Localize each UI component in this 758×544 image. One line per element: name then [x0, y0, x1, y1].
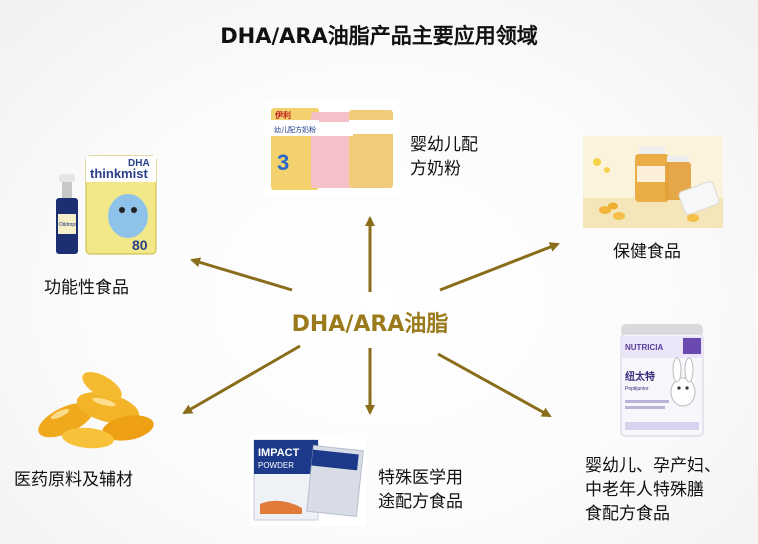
label-infant-formula-line2: 方奶粉	[410, 159, 461, 179]
formula-brand-text: 伊利	[274, 110, 291, 120]
nutricia-brand-text: NUTRICIA	[625, 343, 663, 352]
label-medical-food-line1: 特殊医学用	[378, 468, 463, 488]
label-infant-formula-line1: 婴幼儿配	[410, 135, 478, 155]
nutricia-product-text: 纽太特	[625, 370, 655, 383]
label-functional-food: 功能性食品	[44, 278, 129, 298]
softgel-capsules-image	[38, 372, 154, 449]
label-pharma: 医药原料及辅材	[14, 470, 133, 490]
arrow-to-special-diet	[437, 352, 552, 418]
thinkmist-dha-badge: DHA	[128, 158, 150, 169]
label-special-diet: 婴幼儿、孕产妇、 中老年人特殊膳 食配方食品	[585, 454, 721, 526]
infant-formula-cans-image: 伊利 幼儿配方奶粉 3	[265, 100, 400, 195]
thinkmist-product-image: thinkmist DHA 80 Oildrops	[56, 155, 157, 255]
arrow-to-functional-food	[190, 257, 293, 292]
nutricia-sub-text: Peptijunior	[625, 386, 649, 392]
page-title: DHA/ARA油脂产品主要应用领域	[220, 24, 538, 48]
label-special-diet-line3: 食配方食品	[585, 504, 670, 524]
label-medical-food: 特殊医学用 途配方食品	[378, 466, 463, 514]
impact-sub-text: POWDER	[258, 461, 294, 470]
label-medical-food-line2: 途配方食品	[378, 492, 463, 512]
label-special-diet-line1: 婴幼儿、孕产妇、	[585, 456, 721, 476]
impact-brand-text: IMPACT	[258, 447, 300, 459]
thinkmist-drops-label: Oildrops	[59, 222, 78, 228]
label-health-food: 保健食品	[613, 242, 681, 262]
thinkmist-count: 80	[132, 237, 148, 253]
health-food-bottles-image	[583, 136, 723, 228]
arrow-to-pharma	[182, 344, 301, 415]
center-label-dha-ara: DHA/ARA油脂	[291, 312, 449, 337]
thinkmist-brand-text: thinkmist	[90, 166, 148, 181]
formula-stage-number: 3	[277, 150, 289, 175]
nutricia-can-image: NUTRICIA 纽太特 Peptijunior	[620, 324, 704, 437]
label-special-diet-line2: 中老年人特殊膳	[585, 480, 704, 500]
label-infant-formula: 婴幼儿配 方奶粉	[410, 133, 478, 181]
arrow-to-health-food	[439, 242, 560, 292]
formula-can-label: 幼儿配方奶粉	[274, 125, 316, 134]
impact-powder-image: IMPACT POWDER	[250, 434, 366, 526]
